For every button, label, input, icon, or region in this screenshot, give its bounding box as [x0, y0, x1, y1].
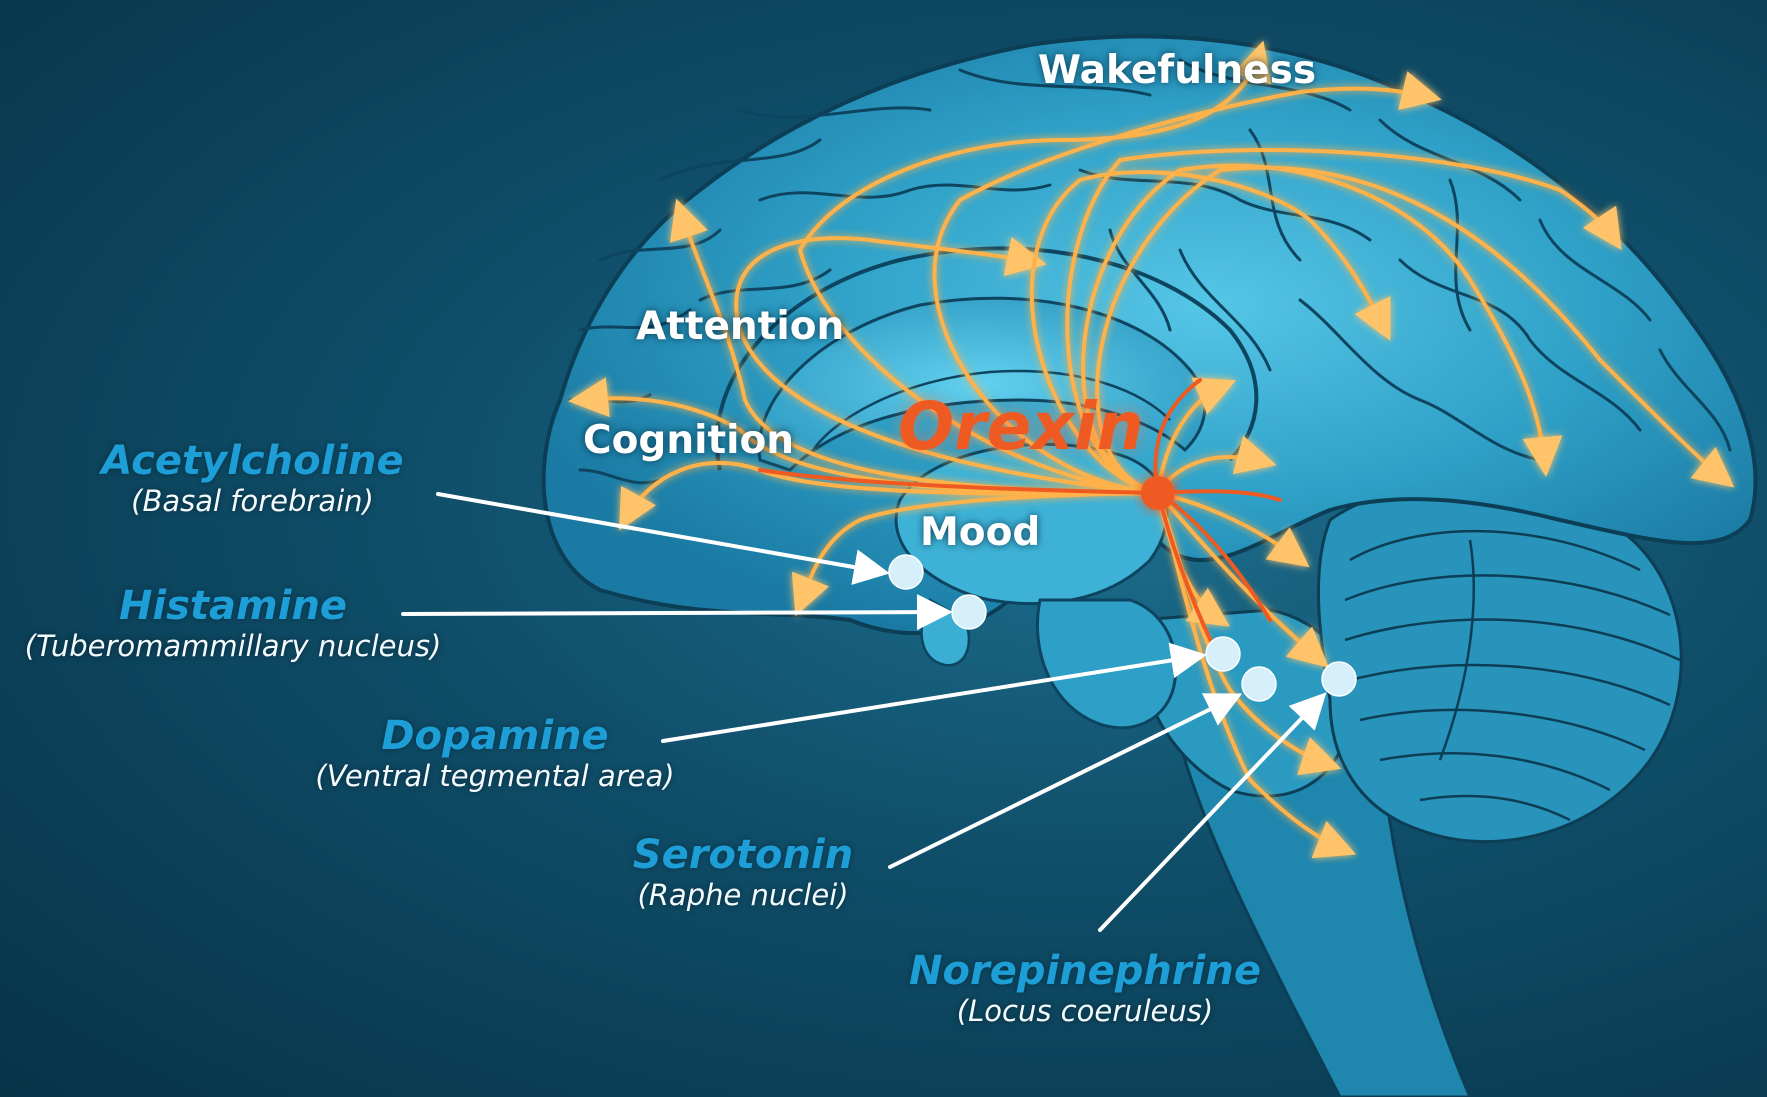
orexin-label: Orexin — [898, 388, 1144, 465]
mood-label: Mood — [920, 510, 1040, 555]
histamine-pointer — [403, 612, 945, 614]
dopamine-source: (Ventral tegmental area) — [290, 759, 700, 793]
norepinephrine-source: (Locus coeruleus) — [905, 994, 1265, 1028]
attention-label: Attention — [636, 304, 844, 349]
dopamine-group: Dopamine (Ventral tegmental area) — [290, 713, 700, 793]
cognition-label: Cognition — [583, 418, 794, 463]
serotonin-source: (Raphe nuclei) — [608, 878, 878, 912]
dopamine-name: Dopamine — [290, 713, 700, 759]
tuberomammillary-dot — [952, 595, 986, 629]
serotonin-group: Serotonin (Raphe nuclei) — [608, 832, 878, 912]
locus-coeruleus-dot — [1322, 662, 1356, 696]
wakefulness-label: Wakefulness — [1038, 48, 1316, 93]
orexin-neuron-cluster — [1141, 476, 1175, 510]
serotonin-name: Serotonin — [608, 832, 878, 878]
histamine-group: Histamine (Tuberomammillary nucleus) — [8, 583, 458, 663]
cerebellum — [1318, 484, 1681, 842]
norepinephrine-name: Norepinephrine — [905, 948, 1265, 994]
raphe-dot — [1242, 667, 1276, 701]
acetylcholine-source: (Basal forebrain) — [75, 484, 430, 518]
histamine-name: Histamine — [8, 583, 458, 629]
histamine-source: (Tuberomammillary nucleus) — [8, 629, 458, 663]
acetylcholine-name: Acetylcholine — [75, 438, 430, 484]
norepinephrine-group: Norepinephrine (Locus coeruleus) — [905, 948, 1265, 1028]
ventral-tegmental-dot — [1206, 637, 1240, 671]
basal-forebrain-dot — [889, 555, 923, 589]
acetylcholine-group: Acetylcholine (Basal forebrain) — [75, 438, 430, 518]
